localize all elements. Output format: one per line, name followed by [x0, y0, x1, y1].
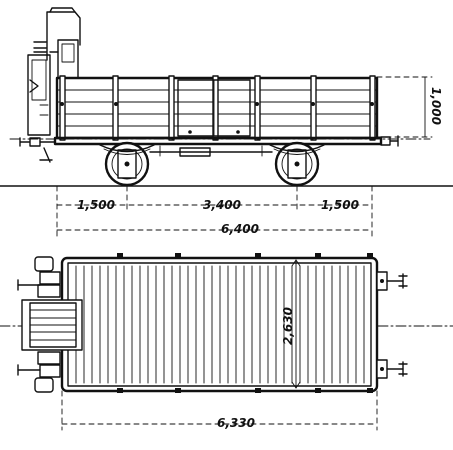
dim-wheelbase: 3,400 — [203, 198, 241, 212]
side-stanchions — [59, 75, 376, 141]
stanchion-nub — [117, 253, 123, 258]
dim-body-length: 6,330 — [217, 416, 255, 430]
dim-body-width: 2,630 — [281, 307, 295, 345]
stanchion-nub — [315, 253, 321, 258]
stanchion-nub — [255, 253, 261, 258]
stanchion-nub — [315, 388, 321, 393]
stanchion-nub — [367, 253, 373, 258]
floor-boards — [75, 265, 365, 384]
wheelset-left — [99, 141, 155, 187]
wagon-deck-plan — [60, 256, 379, 393]
stanchion-nub — [255, 388, 261, 393]
dim-overhang-right: 1,500 — [321, 198, 359, 212]
dim-side-height: 1,000 — [429, 87, 443, 125]
plan-view: 2,630 6,330 — [0, 253, 453, 431]
dim-length-over-buffers: 6,400 — [221, 222, 259, 236]
brakeman-cabin — [27, 7, 81, 136]
buffers-plan-left — [17, 256, 61, 393]
wheelset-right — [269, 141, 325, 187]
height-dimension: 1,000 — [376, 76, 443, 138]
stanchion-nub — [175, 388, 181, 393]
body-length-dimension: 6,330 — [61, 390, 378, 431]
stanchion-nubs — [117, 253, 373, 393]
length-dimensions: 1,500 3,400 1,500 6,400 — [56, 185, 373, 237]
brake-platform-plan — [21, 299, 83, 351]
side-door — [177, 79, 251, 137]
width-dimension: 2,630 — [281, 259, 301, 389]
stanchion-nub — [367, 388, 373, 393]
buffers-plan-right — [376, 271, 408, 379]
wagon-body-side — [53, 75, 383, 146]
stanchion-nub — [117, 388, 123, 393]
dim-overhang-left: 1,500 — [77, 198, 115, 212]
side-elevation-view: 1,000 1,500 3,400 1,500 6,400 — [0, 7, 453, 237]
brake-rigging — [149, 145, 273, 157]
stanchion-nub — [175, 253, 181, 258]
buffers-side — [19, 135, 399, 163]
